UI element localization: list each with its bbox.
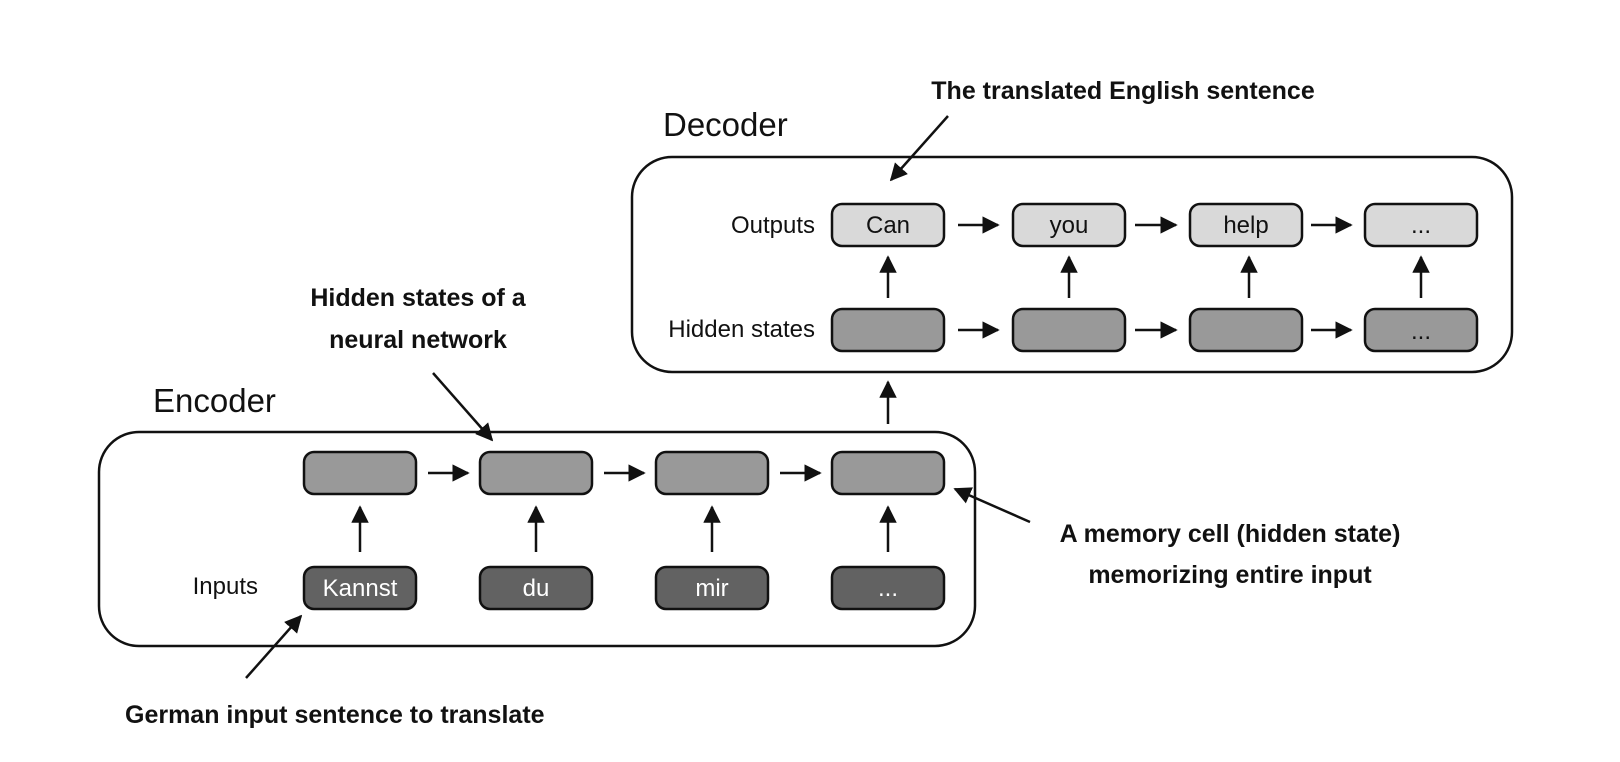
annotation-arrow-translated <box>889 115 949 182</box>
output-token: help <box>1188 202 1304 248</box>
annotation-memory-cell-line2: memorizing entire input <box>1088 561 1372 589</box>
input-token-text: Kannst <box>323 575 398 602</box>
output-box <box>1363 202 1479 248</box>
input-token-text: ... <box>878 575 898 602</box>
hidden-box <box>1188 307 1304 353</box>
decoder-title: Decoder <box>663 106 788 143</box>
output-token-text: ... <box>1411 212 1431 239</box>
output-token-text: you <box>1050 212 1089 239</box>
output-token-text: Can <box>866 212 910 239</box>
decoder-hidden-state: ... <box>1363 307 1479 353</box>
encoder-hidden-box <box>478 450 594 496</box>
annotation-arrow-german-input <box>245 614 303 679</box>
hidden-box-text: ... <box>1411 318 1431 345</box>
output-box <box>830 202 946 248</box>
hidden-box <box>1363 307 1479 353</box>
encoder-title: Encoder <box>153 382 276 419</box>
input-token: mir <box>654 565 770 611</box>
output-box <box>1011 202 1127 248</box>
encoder-hidden-box <box>302 450 418 496</box>
annotation-translated-sentence: The translated English sentence <box>931 77 1315 105</box>
inputs-label: Inputs <box>193 573 258 600</box>
outputs-label: Outputs <box>731 212 815 239</box>
input-box <box>830 565 946 611</box>
output-token: you <box>1011 202 1127 248</box>
annotation-arrow-hidden-states <box>432 372 494 442</box>
input-token: Kannst <box>302 565 418 611</box>
annotation-german-input: German input sentence to translate <box>125 701 545 729</box>
input-box <box>654 565 770 611</box>
encoder-hidden-box <box>830 450 946 496</box>
output-token-text: help <box>1223 212 1268 239</box>
decoder-hidden-state <box>830 307 946 353</box>
input-box <box>478 565 594 611</box>
output-token: Can <box>830 202 946 248</box>
input-box <box>302 565 418 611</box>
output-token: ... <box>1363 202 1479 248</box>
input-token-text: mir <box>695 575 728 602</box>
hidden-box <box>830 307 946 353</box>
hidden-box <box>1011 307 1127 353</box>
input-token: du <box>478 565 594 611</box>
input-token: ... <box>830 565 946 611</box>
annotation-hidden-states-line1: Hidden states of a <box>310 284 526 312</box>
decoder-hidden-label: Hidden states <box>668 316 815 343</box>
annotation-hidden-states-line2: neural network <box>329 326 507 354</box>
input-token-text: du <box>523 575 550 602</box>
annotation-memory-cell-line1: A memory cell (hidden state) <box>1060 520 1401 548</box>
output-box <box>1188 202 1304 248</box>
encoder-hidden-box <box>654 450 770 496</box>
decoder-hidden-state <box>1188 307 1304 353</box>
annotation-arrow-memory-cell <box>953 487 1031 524</box>
decoder-hidden-state <box>1011 307 1127 353</box>
